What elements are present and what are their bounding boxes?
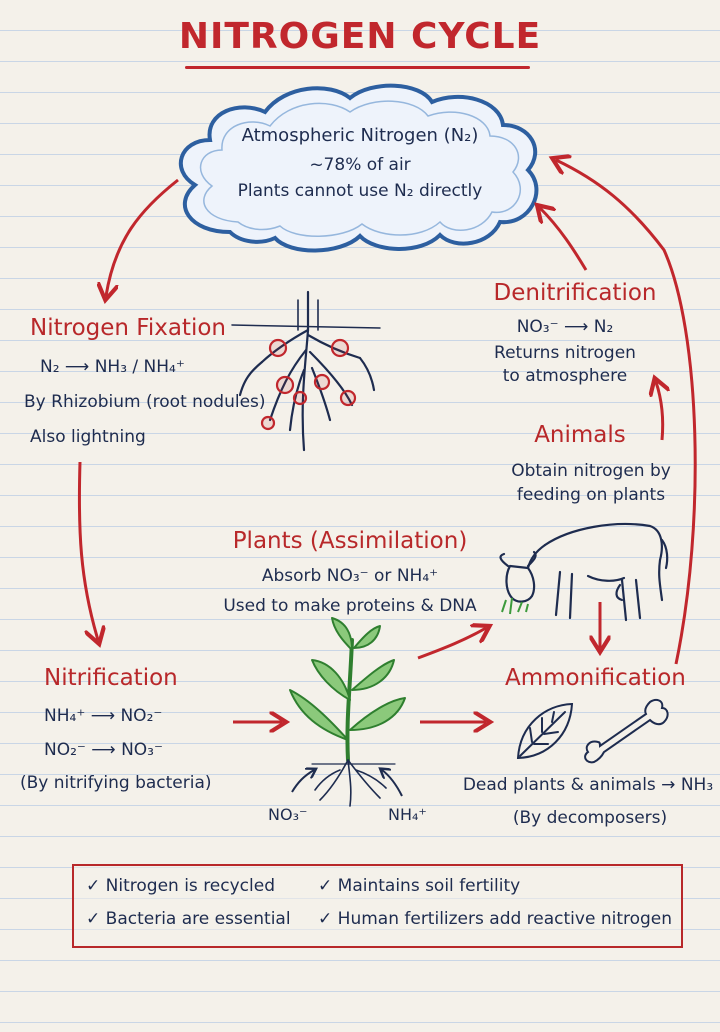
fixation-heading: Nitrogen Fixation [30, 315, 226, 341]
note-fertility-text: Maintains soil fertility [337, 876, 521, 896]
root-label-nh4: NH₄⁺ [388, 805, 427, 824]
ammonification-heading: Ammonification [505, 665, 686, 691]
check-icon: ✓ [318, 909, 333, 929]
denitrification-heading: Denitrification [493, 280, 657, 306]
grass-illustration [501, 597, 529, 615]
fixation-lightning: Also lightning [30, 427, 146, 447]
arrow-ammonification-to-atmosphere [556, 160, 697, 665]
summary-box [72, 864, 683, 948]
note-fertilizers-text: Human fertilizers add reactive nitrogen [337, 909, 673, 929]
fixation-rhizobium: By Rhizobium (root nodules) [24, 392, 266, 412]
plant-roots [311, 759, 396, 807]
animals-line2: feeding on plants [516, 485, 666, 505]
note-bacteria: ✓ Bacteria are essential [86, 909, 291, 929]
arrow-plant-to-animals [417, 628, 486, 660]
note-recycled-text: Nitrogen is recycled [105, 876, 275, 896]
arrow-atmosphere-to-fixation [106, 178, 179, 296]
note-bacteria-text: Bacteria are essential [105, 909, 291, 929]
denitrification-atmosphere: to atmosphere [502, 366, 628, 386]
note-fertility: ✓ Maintains soil fertility [318, 876, 520, 896]
denitrification-equation: NO₃⁻ ⟶ N₂ [516, 317, 614, 337]
nitrification-eq2: NO₂⁻ ⟶ NO₃⁻ [44, 740, 163, 760]
root-nodules-illustration [231, 290, 381, 452]
page-title: NITROGEN CYCLE [178, 16, 542, 57]
animals-heading: Animals [534, 422, 626, 448]
animals-line1: Obtain nitrogen by [511, 461, 671, 481]
arrow-animals-to-denitrification [656, 382, 663, 441]
atmosphere-note: Plants cannot use N₂ directly [237, 181, 483, 201]
plants-absorb: Absorb NO₃⁻ or NH₄⁺ [261, 566, 439, 586]
plants-heading: Plants (Assimilation) [232, 528, 468, 554]
nitrification-heading: Nitrification [44, 665, 178, 691]
plant-illustration [289, 617, 406, 762]
note-fertilizers: ✓ Human fertilizers add reactive nitroge… [318, 909, 672, 929]
title-underline [185, 66, 530, 69]
arrow-no3-to-roots [291, 770, 314, 793]
nitrification-eq1: NH₄⁺ ⟶ NO₂⁻ [44, 706, 163, 726]
check-icon: ✓ [86, 876, 101, 896]
cloud-shape [178, 83, 539, 253]
ammonification-line1: Dead plants & animals → NH₃ [462, 775, 714, 795]
arrow-nh4-to-roots [382, 770, 403, 797]
plants-use: Used to make proteins & DNA [223, 596, 477, 616]
denitrification-returns: Returns nitrogen [494, 343, 636, 363]
note-recycled: ✓ Nitrogen is recycled [86, 876, 275, 896]
atmosphere-heading: Atmospheric Nitrogen (N₂) [241, 125, 479, 146]
root-label-no3: NO₃⁻ [268, 805, 308, 824]
arrow-fixation-to-nitrification [77, 461, 98, 640]
bone-illustration [584, 699, 669, 764]
leaf-illustration [516, 702, 574, 760]
check-icon: ✓ [86, 909, 101, 929]
nodules [260, 338, 357, 431]
arrow-denitrification-to-atmosphere [540, 208, 588, 271]
fixation-equation: N₂ ⟶ NH₃ / NH₄⁺ [40, 357, 185, 377]
check-icon: ✓ [318, 876, 333, 896]
nitrification-bacteria: (By nitrifying bacteria) [20, 773, 212, 793]
atmosphere-percent: ~78% of air [309, 155, 411, 175]
ammonification-decomposers: (By decomposers) [512, 808, 668, 828]
cow-illustration [499, 522, 669, 622]
